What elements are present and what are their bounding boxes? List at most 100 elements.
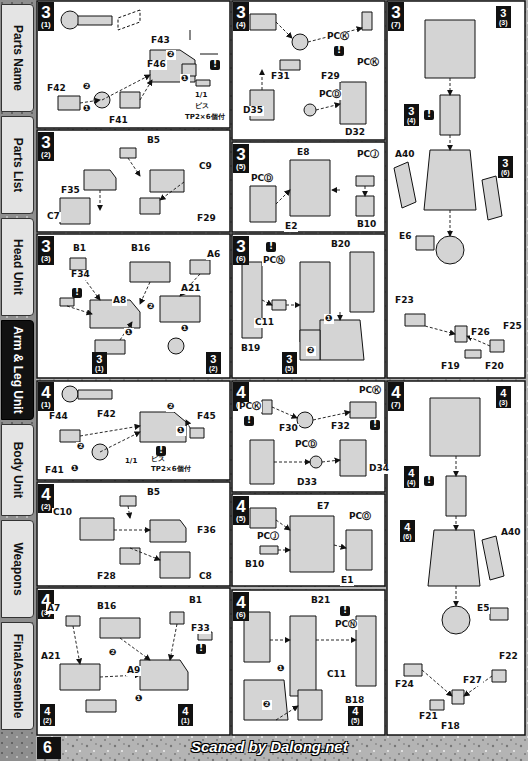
part-shape: [80, 518, 114, 540]
step-number: 3: [96, 354, 102, 365]
part-shape: [78, 16, 112, 25]
part-shape: [436, 236, 464, 264]
assembly-arrow: [100, 432, 140, 452]
shape-group: [58, 10, 508, 720]
assembly-arrow: [67, 306, 92, 314]
part-shape: [60, 430, 80, 442]
part-shape: [280, 60, 300, 70]
screw-note: TP2×6個付: [150, 466, 192, 474]
step-reference: 4(6): [400, 520, 415, 542]
assembly-arrow: [456, 586, 457, 606]
step-reference: 3(5): [282, 352, 297, 374]
part-shape: [290, 616, 316, 696]
part-label: E5: [476, 604, 490, 614]
assembly-arrow: [422, 670, 452, 696]
part-shape: [170, 612, 184, 624]
step-number: 4: [182, 706, 188, 717]
assembly-arrow: [100, 190, 101, 210]
part-label: B5: [146, 136, 161, 146]
polycap-label: PCⓀ: [326, 32, 350, 42]
part-label: B1: [188, 596, 203, 606]
part-shape: [160, 552, 190, 578]
step-badge: 4(1): [38, 382, 54, 411]
part-label: E7: [316, 502, 330, 512]
step-number: 3: [41, 134, 50, 151]
screw-note: 1/1: [194, 92, 208, 100]
part-shape: [232, 1, 385, 140]
sub-step-number: (2): [43, 717, 52, 724]
part-label: F18: [440, 722, 461, 732]
screw-note: TP2×6個付: [184, 114, 226, 122]
step-reference: 4(1): [178, 704, 193, 726]
assembly-arrow: [73, 626, 80, 664]
part-label: E8: [296, 148, 310, 158]
step-reference: 3(3): [496, 6, 511, 28]
assembly-arrow: [365, 186, 366, 196]
step-reference: 4(5): [348, 704, 363, 726]
assembly-arrow: [340, 312, 341, 320]
part-shape: [304, 104, 316, 116]
step-number: 3: [236, 4, 245, 21]
assembly-arrow: [450, 78, 451, 95]
screw-note: ビス: [150, 456, 166, 464]
caution-mark: !: [244, 416, 254, 426]
step-badge: 3(3): [38, 236, 54, 265]
part-label: A6: [206, 250, 221, 260]
assembly-arrow: [334, 545, 346, 548]
part-shape: [118, 10, 140, 30]
assembly-arrow: [425, 326, 455, 334]
sub-step-number: (3): [499, 19, 508, 26]
assembly-arrow: [276, 22, 292, 38]
part-shape: [250, 186, 276, 222]
screw-note: 1/1: [124, 458, 138, 466]
part-shape: [58, 96, 80, 110]
step-reference: 4(4): [404, 466, 419, 488]
part-label: F43: [150, 36, 171, 46]
section-tab: Parts Name: [1, 4, 34, 112]
sub-step-number: (5): [351, 717, 360, 724]
part-label: A8: [112, 296, 127, 306]
step-number: 3: [286, 354, 292, 365]
part-shape: [70, 258, 86, 270]
sub-step-number: (1): [95, 365, 104, 372]
part-label: E1: [340, 576, 354, 586]
part-label: F34: [70, 270, 91, 280]
assembly-arrow: [262, 70, 263, 90]
step-reference: 3(1): [92, 352, 107, 374]
sub-step-number: (5): [236, 163, 246, 171]
part-shape: [262, 400, 272, 414]
part-shape: [260, 546, 278, 554]
part-label: D33: [296, 478, 318, 488]
step-number: 4: [236, 384, 245, 401]
part-shape: [120, 148, 136, 158]
part-shape: [290, 160, 330, 216]
step-reference: 3(6): [498, 156, 513, 178]
part-label: B10: [356, 220, 377, 230]
step-number: 4: [404, 522, 410, 533]
part-shape: [430, 398, 480, 456]
part-label: B18: [344, 696, 365, 706]
order-number: ❶: [70, 464, 80, 474]
part-label: C8: [198, 572, 213, 582]
part-shape: [66, 616, 80, 626]
part-label: F46: [146, 60, 167, 70]
part-shape: [387, 381, 525, 735]
assembly-arrow: [276, 520, 290, 530]
part-shape: [490, 608, 508, 620]
assembly-arrow: [140, 80, 152, 100]
part-label: F24: [394, 680, 415, 690]
part-shape: [298, 690, 322, 720]
part-shape: [0, 0, 36, 761]
polycap-label: PCⓄ: [348, 512, 372, 522]
part-label: D34: [368, 464, 390, 474]
part-label: F28: [96, 572, 117, 582]
part-shape: [272, 300, 286, 310]
part-label: D32: [344, 128, 366, 138]
part-shape: [356, 196, 374, 216]
sub-step-number: (1): [41, 401, 51, 409]
part-shape: [430, 700, 444, 710]
tab-text: FinalAssemble: [11, 634, 25, 719]
part-shape: [490, 340, 504, 352]
part-label: A40: [500, 528, 522, 538]
section-tab: Parts List: [1, 116, 34, 214]
